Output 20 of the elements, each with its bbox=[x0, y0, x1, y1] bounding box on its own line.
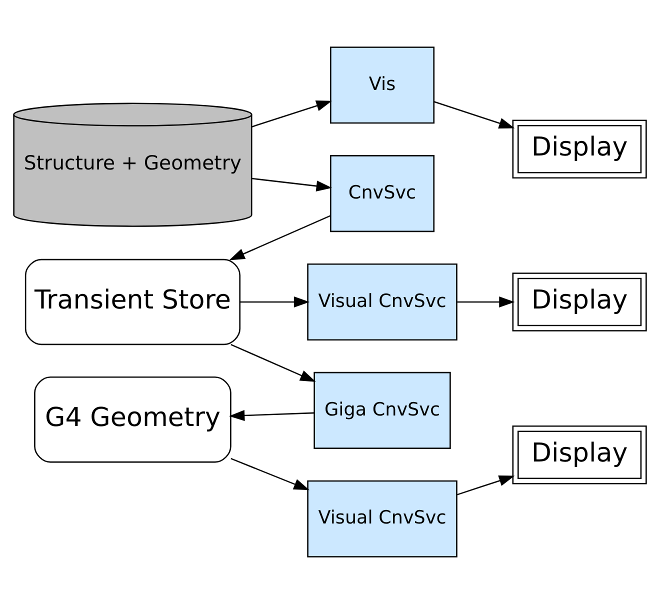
node-box: G4 Geometry bbox=[34, 376, 232, 462]
node-box: Visual CnvSvc bbox=[307, 480, 458, 557]
arrow bbox=[434, 100, 515, 128]
arrow bbox=[228, 410, 314, 420]
node-box: Display bbox=[512, 424, 647, 484]
node-box: CnvSvc bbox=[330, 154, 435, 232]
arrow bbox=[457, 296, 515, 307]
node-box: Visual CnvSvc bbox=[307, 262, 458, 340]
arrow bbox=[456, 474, 515, 495]
arrow bbox=[230, 343, 316, 382]
arrow bbox=[240, 296, 310, 307]
arrow bbox=[230, 457, 310, 490]
node-box: Display bbox=[512, 272, 647, 331]
node-box: Display bbox=[512, 119, 647, 178]
arrow bbox=[229, 214, 331, 260]
arrow bbox=[252, 100, 332, 127]
node-box: Vis bbox=[330, 46, 435, 124]
node-box: Giga CnvSvc bbox=[314, 371, 451, 448]
node-box: Transient Store bbox=[24, 258, 240, 345]
arrow bbox=[252, 177, 332, 191]
